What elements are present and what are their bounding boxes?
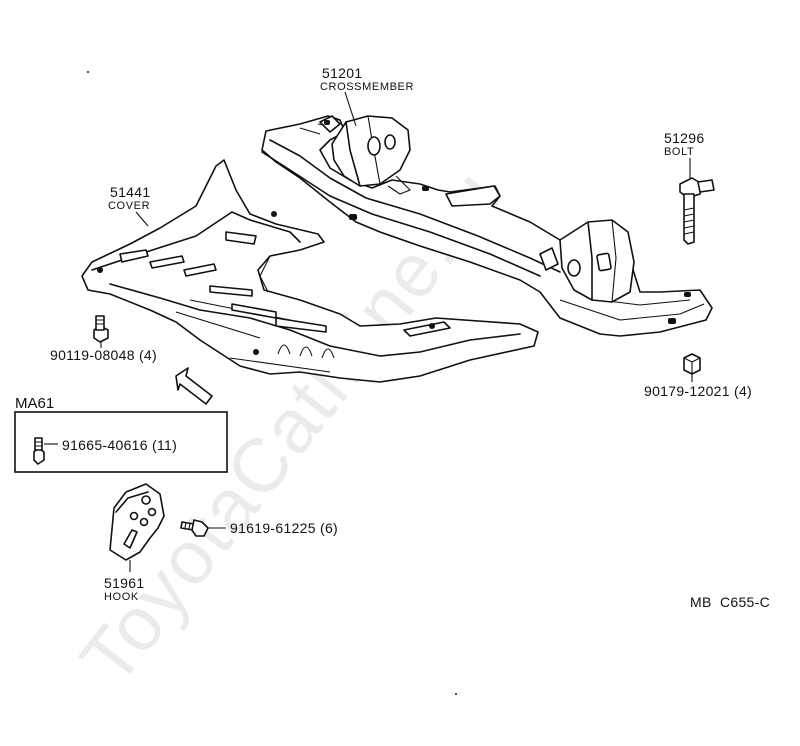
cover-part-number: 51441 — [110, 184, 150, 200]
crossmember-part-number: 51201 — [322, 65, 362, 81]
hook-bolt-part-label: 91619-61225 (6) — [230, 520, 338, 536]
scan-dot — [455, 693, 457, 695]
cover-part-name: COVER — [108, 200, 150, 212]
cover-bolt-drawing — [93, 315, 109, 343]
crossmember-part-name: CROSSMEMBER — [320, 81, 414, 93]
ma61-box — [14, 411, 228, 473]
bolt-part-name: BOLT — [664, 146, 694, 158]
scan-dot — [87, 71, 89, 73]
arrow-to-cover — [175, 367, 213, 405]
cover-bolt-part-label: 90119-08048 (4) — [50, 347, 157, 363]
ma61-model-label: MA61 — [15, 395, 54, 412]
bolt-51296-drawing — [679, 177, 715, 245]
nut-drawing — [683, 353, 701, 375]
label-bolt: 51296 BOLT — [664, 130, 704, 158]
crossmember-drawing — [261, 115, 713, 337]
label-cover: 51441 COVER — [108, 184, 150, 212]
hook-part-number: 51961 — [104, 575, 144, 591]
diagram-code: MB C655-C — [690, 594, 770, 610]
ma61-bolt-part-label: 91665-40616 (11) — [62, 437, 177, 453]
label-hook: 51961 HOOK — [104, 575, 144, 603]
label-crossmember: 51201 CROSSMEMBER — [320, 65, 414, 93]
hook-part-name: HOOK — [104, 591, 139, 603]
leader-lines — [44, 91, 693, 572]
hook-drawing — [109, 483, 165, 561]
cover-drawing — [81, 159, 539, 383]
nut-part-label: 90179-12021 (4) — [644, 383, 752, 399]
hook-bolt-drawing — [180, 519, 209, 537]
bolt-part-number: 51296 — [664, 130, 704, 146]
